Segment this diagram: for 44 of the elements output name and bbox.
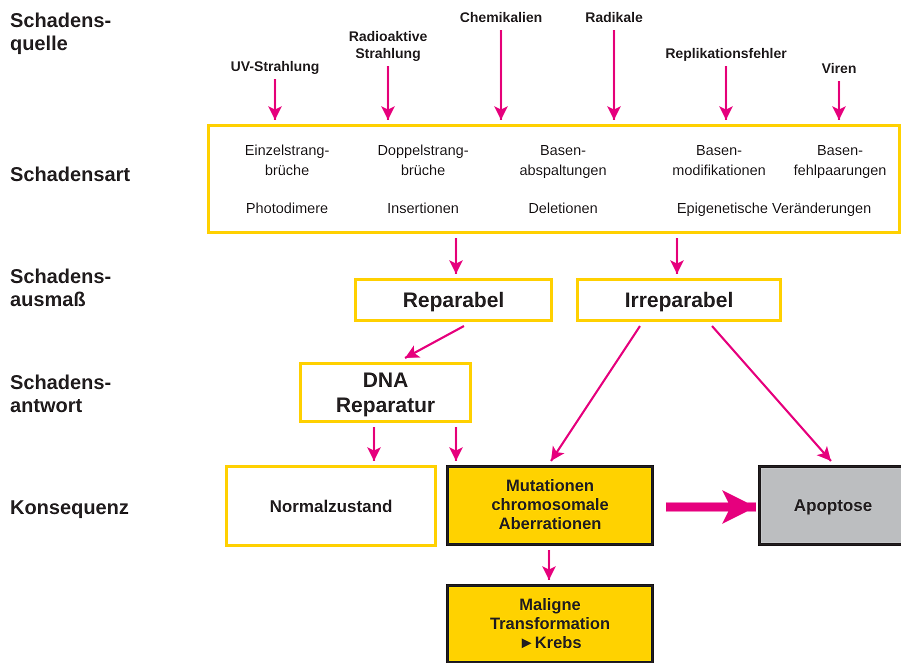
arrow [268,79,282,120]
arrow [550,325,641,462]
damage-type-text: Basen- modifikationen [671,142,767,181]
box-text: Apoptose [792,496,874,515]
arrow [449,238,463,274]
box-text: Normalzustand [268,496,394,516]
box-text: DNA Reparatur [334,368,436,418]
process-box [225,465,437,547]
damage-type-box [207,124,901,234]
arrow [666,490,756,524]
row-label: Schadensart [10,164,132,187]
damage-type-text: Insertionen [386,200,460,219]
consequence-box [446,584,654,663]
process-box [576,278,782,322]
box-text: Reparabel [402,290,506,310]
box-text: Irreparabel [624,290,734,310]
arrow [607,30,621,120]
arrow [449,427,463,461]
consequence-box [446,465,654,546]
process-box [354,278,553,322]
arrow [711,325,832,462]
row-label: Schadens- ausmaß [10,266,112,312]
arrow [542,550,556,580]
box-text: Maligne Transformation ►Krebs [488,596,612,652]
arrow [494,30,508,120]
damage-type-text: Deletionen [527,200,599,219]
row-label: Schadens- quelle [10,10,112,56]
arrow [832,81,846,120]
arrow [670,238,684,274]
process-box [299,362,472,423]
damage-type-text: Basen- abspaltungen [518,142,608,181]
damage-type-text: Einzelstrang- brüche [244,142,330,181]
box-text: Mutationen chromosomale Aberrationen [490,477,610,534]
damage-type-text: Photodimere [244,200,330,219]
arrow [719,66,733,120]
arrow [381,66,395,120]
damage-type-text: Doppelstrang- brüche [376,142,470,181]
arrow [367,427,381,461]
consequence-box [758,465,901,546]
arrow [404,325,465,359]
row-label: Konsequenz [10,497,130,520]
row-label: Schadens- antwort [10,372,112,418]
damage-type-text: Epigenetische Veränderungen [676,200,872,219]
damage-type-text: Basen- fehlpaarungen [792,142,888,181]
